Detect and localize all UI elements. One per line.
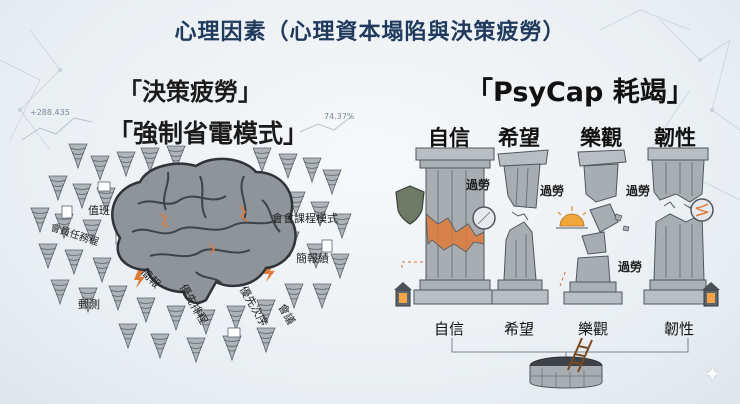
sunrise-icon xyxy=(556,206,588,229)
pillar-top-label-resilience: 韌性 xyxy=(654,126,696,150)
compass-icon xyxy=(472,206,496,230)
decision-fatigue-heading: 「決策疲勞」 xyxy=(118,78,262,106)
pillar-top-label-hope: 希望 xyxy=(498,126,540,150)
pillar-bottom-label-hope: 希望 xyxy=(504,320,535,338)
lantern-icon xyxy=(394,282,720,307)
overwork-label-4: 過勞 xyxy=(618,260,643,274)
page-title: 心理因素（心理資本塌陷與決策疲勞） xyxy=(174,20,566,45)
tornado-label-duty: 值班 xyxy=(88,204,110,217)
psycap-heading: 「PsyCap 耗竭」 xyxy=(466,77,694,108)
pillar-top-label-confidence: 自信 xyxy=(428,126,470,150)
pillar-bottom-label-confidence: 自信 xyxy=(434,320,465,338)
overwork-label-1: 過勞 xyxy=(466,178,491,192)
shield-icon xyxy=(395,185,425,225)
tornado-label-course-mode: 會會課程模式 xyxy=(272,212,338,225)
overwork-label-3: 過勞 xyxy=(626,184,651,198)
power-save-mode-heading: 「強制省電模式」 xyxy=(108,119,309,148)
tornado-label-briefing: 簡報績 xyxy=(296,252,329,265)
corner-number-right: 74.37% xyxy=(324,112,355,121)
ladder-icon xyxy=(567,337,593,373)
sparkle-icon: ✦ xyxy=(704,362,721,386)
pillar-confidence xyxy=(413,147,497,305)
overwork-label-2: 過勞 xyxy=(540,184,565,198)
pillar-hope xyxy=(491,149,549,305)
pillar-bottom-label-resilience: 韌性 xyxy=(664,320,695,338)
pillar-resilience xyxy=(643,147,713,305)
pillar-bottom-label-optimism: 樂觀 xyxy=(578,320,609,338)
corner-number-left: +288.435 xyxy=(30,108,70,117)
spring-icon xyxy=(690,198,714,222)
pillar-optimism xyxy=(563,149,630,305)
well-icon xyxy=(529,356,603,389)
pillar-top-label-optimism: 樂觀 xyxy=(580,126,622,150)
tornado-label-mail: 郵測 xyxy=(78,298,100,311)
